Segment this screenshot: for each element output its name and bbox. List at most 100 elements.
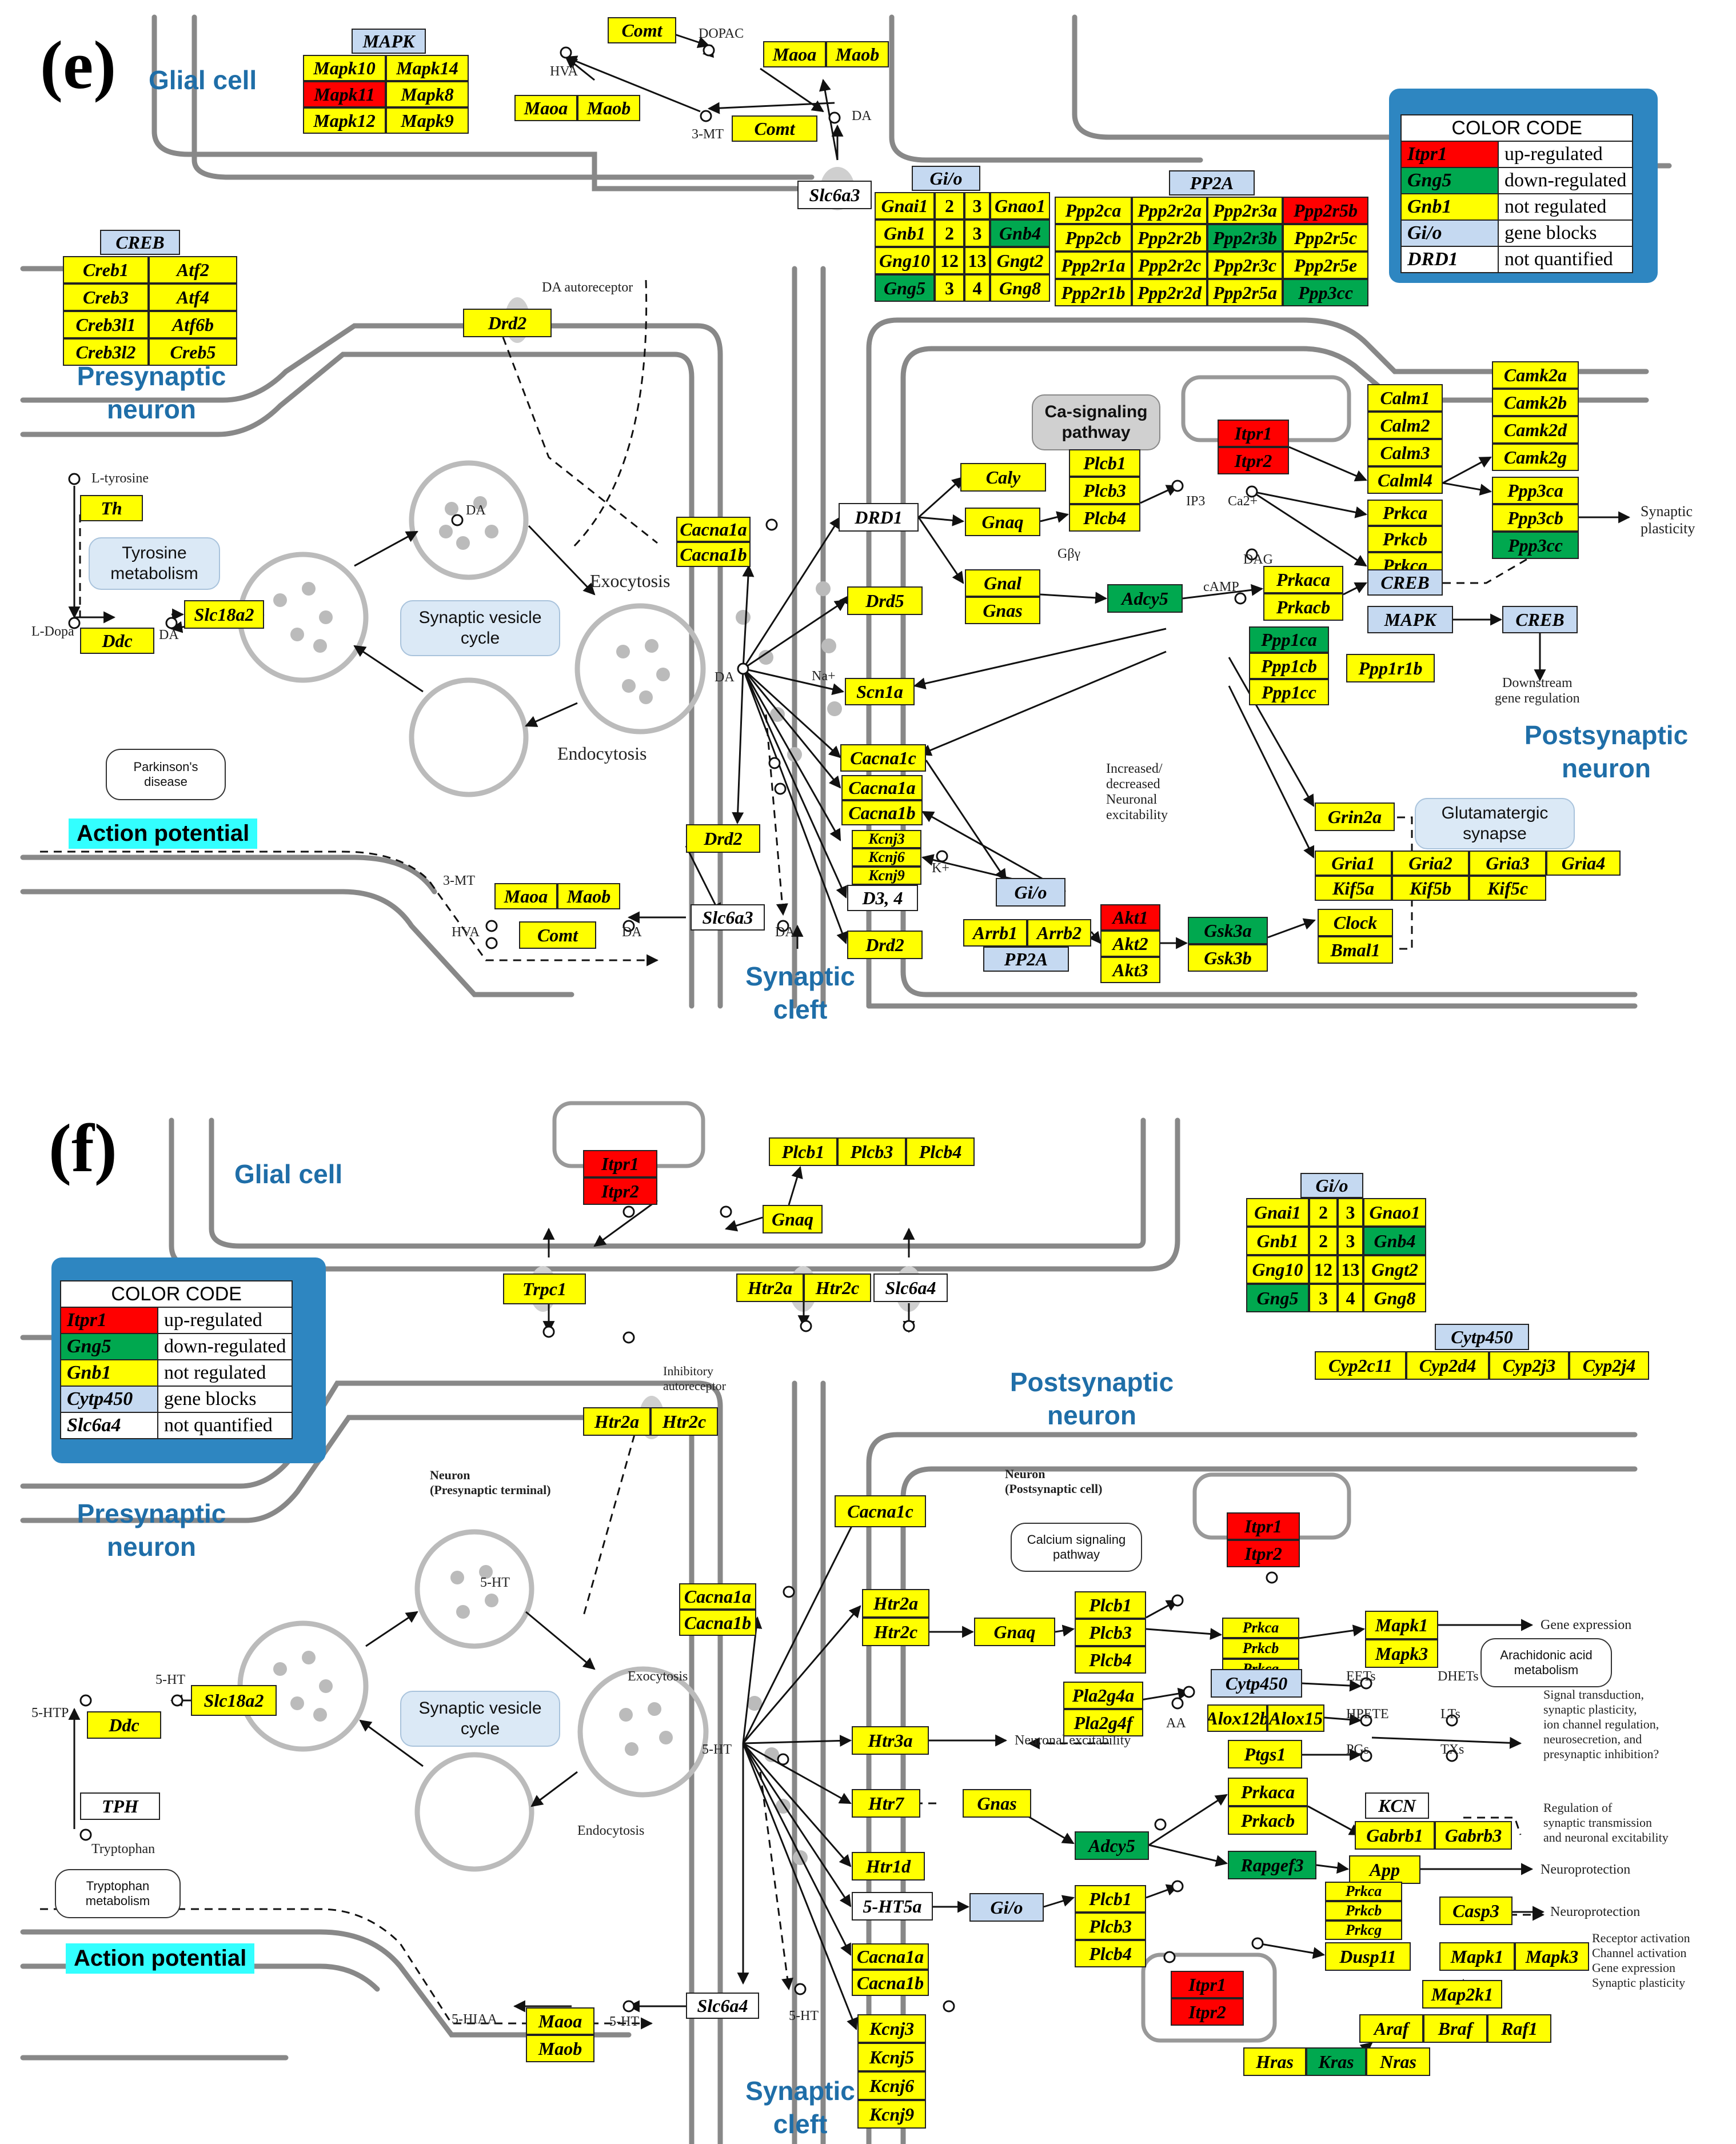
gene-box-cacna1b[interactable]: Cacna1b: [676, 542, 751, 567]
gene-box-ppp2cb[interactable]: Ppp2cb: [1055, 224, 1132, 251]
gene-box-hras[interactable]: Hras: [1243, 2047, 1306, 2076]
gene-box-gnal[interactable]: Gnal: [965, 569, 1040, 597]
ca-signaling-pathway-bubble[interactable]: Ca-signaling pathway: [1032, 394, 1160, 450]
gene-box-gngt2[interactable]: Gngt2: [990, 247, 1050, 274]
gene-box-gnas[interactable]: Gnas: [963, 1789, 1031, 1818]
gene-box-ppp2r1a[interactable]: Ppp2r1a: [1055, 251, 1132, 279]
gene-box-prkcb[interactable]: Prkcb: [1367, 526, 1443, 552]
gene-box-creb5[interactable]: Creb5: [149, 338, 237, 366]
gene-box-gria2[interactable]: Gria2: [1392, 851, 1469, 876]
parkinsons-disease-bubble[interactable]: Parkinson's disease: [106, 749, 226, 800]
gene-box-plcb1[interactable]: Plcb1: [769, 1137, 837, 1166]
gene-box-cacna1a[interactable]: Cacna1a: [676, 517, 751, 542]
gene-box-ppp3cc[interactable]: Ppp3cc: [1283, 279, 1368, 306]
gene-box-cytp450[interactable]: Cytp450: [1435, 1324, 1529, 1350]
gene-box-mapk12[interactable]: Mapk12: [303, 107, 386, 134]
gene-box-atf4[interactable]: Atf4: [149, 284, 237, 311]
gene-box-adcy5[interactable]: Adcy5: [1107, 584, 1183, 613]
gene-box-prkca[interactable]: Prkca: [1325, 1882, 1402, 1901]
gene-box-slc6a4[interactable]: Slc6a4: [873, 1273, 948, 1302]
gene-box-mapk11[interactable]: Mapk11: [303, 81, 386, 107]
gene-box-camk2g[interactable]: Camk2g: [1492, 444, 1579, 471]
gene-box-creb1[interactable]: Creb1: [63, 256, 149, 284]
gene-box-ddc[interactable]: Ddc: [80, 628, 154, 654]
gene-box-prkaca[interactable]: Prkaca: [1263, 566, 1343, 593]
gene-box-kcnj6[interactable]: Kcnj6: [857, 2071, 926, 2100]
gene-box-plcb4[interactable]: Plcb4: [906, 1137, 975, 1166]
gene-box-scn1a[interactable]: Scn1a: [845, 678, 915, 705]
gene-box-creb[interactable]: CREB: [100, 230, 180, 255]
gene-box-2[interactable]: 2: [935, 192, 964, 219]
gene-box-gnas[interactable]: Gnas: [965, 597, 1040, 624]
gene-box-maob[interactable]: Maob: [526, 2035, 594, 2062]
gene-box-creb[interactable]: CREB: [1502, 606, 1578, 633]
gene-box-pp2a[interactable]: PP2A: [1169, 170, 1255, 195]
gene-box-calml4[interactable]: Calml4: [1367, 466, 1443, 494]
gene-box-gsk3b[interactable]: Gsk3b: [1188, 944, 1268, 972]
gene-box-alox12b[interactable]: Alox12b: [1207, 1704, 1267, 1732]
gene-box-plcb3[interactable]: Plcb3: [1069, 477, 1140, 504]
gene-box-drd5[interactable]: Drd5: [847, 586, 923, 615]
gene-box-ppp2r5a[interactable]: Ppp2r5a: [1207, 279, 1283, 306]
gene-box-13[interactable]: 13: [1338, 1255, 1363, 1284]
gene-box-ppp2r3b[interactable]: Ppp2r3b: [1207, 224, 1283, 251]
gene-box-ppp2r2c[interactable]: Ppp2r2c: [1132, 251, 1207, 279]
gene-box-ppp2r5c[interactable]: Ppp2r5c: [1283, 224, 1368, 251]
gene-box-kcnj3[interactable]: Kcnj3: [852, 830, 921, 848]
gene-box-gabrb3[interactable]: Gabrb3: [1435, 1821, 1512, 1850]
gene-box-casp3[interactable]: Casp3: [1439, 1897, 1512, 1925]
gene-box-mapk1[interactable]: Mapk1: [1439, 1942, 1515, 1971]
gene-box-camk2b[interactable]: Camk2b: [1492, 389, 1579, 416]
gene-box-itpr2[interactable]: Itpr2: [1227, 1540, 1300, 1567]
gene-box-itpr1[interactable]: Itpr1: [583, 1150, 657, 1177]
gene-box-kcnj6[interactable]: Kcnj6: [852, 848, 921, 867]
gene-box-araf[interactable]: Araf: [1359, 2014, 1423, 2043]
gene-box-ppp2r2a[interactable]: Ppp2r2a: [1132, 197, 1207, 224]
gene-box-gnai1[interactable]: Gnai1: [875, 192, 935, 219]
gene-box-akt3[interactable]: Akt3: [1100, 957, 1160, 983]
gene-box-itpr1[interactable]: Itpr1: [1218, 420, 1289, 447]
gene-box-pp2a[interactable]: PP2A: [983, 947, 1069, 972]
gene-box-cyp2d4[interactable]: Cyp2d4: [1406, 1351, 1489, 1380]
gene-box-12[interactable]: 12: [1309, 1255, 1338, 1284]
gene-box-cyp2c11[interactable]: Cyp2c11: [1315, 1351, 1406, 1380]
gene-box-cacna1c[interactable]: Cacna1c: [840, 744, 926, 772]
gene-box-gnaq[interactable]: Gnaq: [763, 1205, 823, 1233]
gene-box-creb3[interactable]: Creb3: [63, 284, 149, 311]
gene-box-pla2g4f[interactable]: Pla2g4f: [1063, 1709, 1143, 1736]
gene-box-gng8[interactable]: Gng8: [1363, 1284, 1426, 1312]
gene-box-2[interactable]: 2: [935, 219, 964, 247]
gene-box-plcb4[interactable]: Plcb4: [1075, 1940, 1146, 1967]
gene-box-ppp3ca[interactable]: Ppp3ca: [1492, 477, 1579, 504]
gene-box-clock[interactable]: Clock: [1318, 909, 1393, 936]
gene-box-calm1[interactable]: Calm1: [1367, 384, 1443, 412]
gene-box-cytp450[interactable]: Cytp450: [1211, 1669, 1302, 1698]
gene-box-gng8[interactable]: Gng8: [990, 274, 1050, 302]
gene-box-2[interactable]: 2: [1309, 1198, 1338, 1227]
gene-box-mapk1[interactable]: Mapk1: [1365, 1611, 1438, 1639]
gene-box-ppp3cb[interactable]: Ppp3cb: [1492, 504, 1579, 532]
gene-box-mapk[interactable]: MAPK: [352, 29, 426, 54]
gene-box-cacna1a[interactable]: Cacna1a: [852, 1943, 929, 1970]
gene-box-kcnj9[interactable]: Kcnj9: [857, 2100, 926, 2129]
gene-box-cacna1a[interactable]: Cacna1a: [841, 775, 923, 800]
gene-box-akt1[interactable]: Akt1: [1100, 904, 1160, 931]
gene-box-dusp11[interactable]: Dusp11: [1325, 1942, 1411, 1971]
gene-box-plcb1[interactable]: Plcb1: [1069, 449, 1140, 477]
gene-box-12[interactable]: 12: [935, 247, 964, 274]
gene-box-htr2c[interactable]: Htr2c: [650, 1407, 718, 1436]
gene-box-kcn[interactable]: KCN: [1365, 1792, 1429, 1819]
tryptophan-metabolism-bubble[interactable]: Tryptophan metabolism: [55, 1869, 181, 1918]
gene-box-ppp3cc[interactable]: Ppp3cc: [1492, 532, 1579, 559]
gene-box-htr1d[interactable]: Htr1d: [852, 1852, 925, 1881]
gene-box-maob[interactable]: Maob: [557, 883, 620, 909]
gene-box-3[interactable]: 3: [964, 192, 990, 219]
gene-box-slc18a2[interactable]: Slc18a2: [191, 1685, 277, 1716]
gene-box-ptgs1[interactable]: Ptgs1: [1228, 1740, 1302, 1768]
gene-box-cacna1a[interactable]: Cacna1a: [679, 1583, 756, 1610]
gene-box-gria3[interactable]: Gria3: [1469, 851, 1546, 876]
gene-box-mapk8[interactable]: Mapk8: [386, 81, 469, 107]
gene-box-atf2[interactable]: Atf2: [149, 256, 237, 284]
gene-box-ppp2r3c[interactable]: Ppp2r3c: [1207, 251, 1283, 279]
gene-box-prkacb[interactable]: Prkacb: [1263, 593, 1343, 621]
